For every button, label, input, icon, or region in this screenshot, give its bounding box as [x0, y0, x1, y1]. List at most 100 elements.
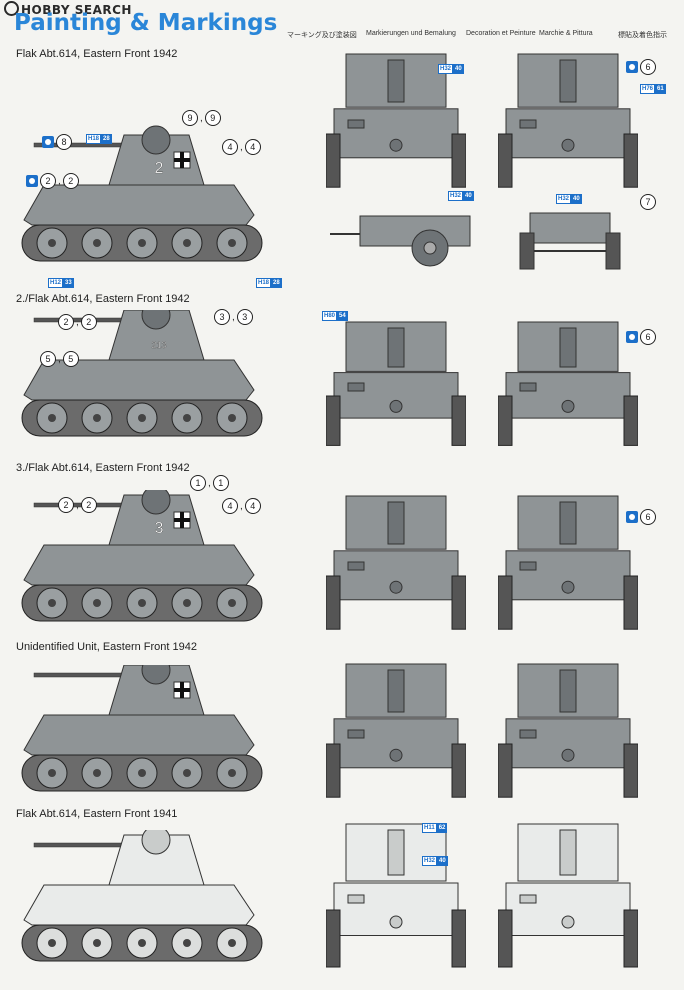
callout-number: 1: [212, 475, 229, 491]
hull-fitting: [561, 399, 575, 413]
section-title-4: Unidentified Unit, Eastern Front 1942: [16, 641, 197, 653]
hull-fitting: [561, 138, 575, 152]
turret-number: 213: [151, 340, 166, 350]
gun-mount: [387, 829, 405, 876]
callout-s2-2: 2,2: [58, 314, 97, 330]
headlight: [519, 729, 537, 739]
headlight: [347, 382, 365, 392]
wheel-hub: [183, 939, 191, 947]
hull-fitting: [389, 748, 403, 762]
wheel-hub: [48, 599, 56, 607]
wheel-hub: [228, 939, 236, 947]
gun-sight: [141, 310, 171, 330]
front-view-4: [326, 663, 466, 798]
wheel-hub: [138, 939, 146, 947]
right-track: [451, 909, 466, 968]
callout-number: 2: [40, 173, 56, 189]
callout-s2-5: 5,5: [40, 351, 79, 367]
callout-number: 1: [190, 475, 206, 491]
gun-sight: [141, 830, 171, 855]
gun-sight: [141, 125, 171, 155]
headlight: [347, 729, 365, 739]
left-track: [498, 575, 513, 630]
gun-sight: [141, 665, 171, 685]
callout-number: 2: [80, 314, 97, 330]
callout-number: 7: [640, 194, 656, 210]
wheel-hub: [228, 414, 236, 422]
wheel-hub: [93, 599, 101, 607]
hull: [23, 714, 255, 756]
callout-number: 2: [58, 314, 74, 330]
callout-number: 2: [62, 173, 79, 189]
page-title: Painting & Markings: [14, 10, 278, 36]
left-track: [326, 575, 341, 630]
callout-number: 6: [640, 329, 656, 345]
lang-french: Decoration et Peinture: [466, 30, 536, 37]
callout-number: 2: [80, 497, 97, 513]
hull-fitting: [389, 399, 403, 413]
gun-mount: [559, 501, 577, 545]
paint-code-color: 40: [453, 64, 464, 74]
wheel-hub: [138, 769, 146, 777]
hull: [23, 884, 255, 926]
hull-fitting: [389, 915, 403, 929]
right-track: [451, 575, 466, 630]
callout-separator: ,: [58, 353, 61, 365]
headlight: [519, 894, 537, 904]
hull-fitting: [389, 138, 403, 152]
section-title-1: Flak Abt.614, Eastern Front 1942: [16, 48, 178, 60]
callout-number: 3: [236, 309, 253, 325]
paint-code-color: 33: [63, 278, 74, 288]
callout-s1-7: 7: [640, 194, 656, 210]
wheel-hub: [48, 939, 56, 947]
headlight: [347, 894, 365, 904]
wheel-hub: [228, 239, 236, 247]
wheel-hub: [93, 414, 101, 422]
side-view-1: 2: [21, 125, 263, 262]
callout-number: 6: [640, 59, 656, 75]
left-track: [498, 133, 513, 188]
balkenkreuz-bar: [174, 518, 190, 522]
gun-mount: [559, 327, 577, 368]
paint-code-color: 40: [437, 856, 448, 866]
callout-s2-6: 6: [626, 329, 656, 345]
callout-s1-8: 8: [42, 134, 72, 150]
section-title-2: 2./Flak Abt.614, Eastern Front 1942: [16, 293, 190, 305]
paint-code-hobby: H18: [86, 134, 102, 144]
hull-fitting: [561, 915, 575, 929]
left-track: [326, 743, 341, 798]
trailer-rear-view: [519, 212, 621, 270]
callout-separator: ,: [76, 499, 79, 511]
wheel-hub: [183, 599, 191, 607]
gun-mount: [559, 829, 577, 876]
wheel-hub: [93, 769, 101, 777]
front-view-3: [326, 495, 466, 630]
callout-number: 4: [244, 139, 261, 155]
callout-s2-3: 3,3: [214, 309, 253, 325]
side-view-3: 3: [21, 490, 263, 622]
section-title-5: Flak Abt.614, Eastern Front 1941: [16, 808, 178, 820]
wheel-hub: [138, 599, 146, 607]
callout-s1-4: 4,4: [222, 139, 261, 155]
paint-code-hobby: H80: [322, 311, 338, 321]
headlight: [347, 561, 365, 571]
callout-s3-1: 1,1: [190, 475, 229, 491]
callout-s3-2: 2,2: [58, 497, 97, 513]
side-view-2: 213: [21, 310, 263, 437]
right-track: [451, 395, 466, 446]
turret-number: 2: [155, 160, 164, 177]
hull-fitting: [389, 580, 403, 594]
turret-number: 3: [155, 520, 164, 537]
callout-number: 4: [244, 498, 261, 514]
paint-code-color: 28: [101, 134, 112, 144]
wheel-hub: [183, 414, 191, 422]
wheel-hub: [228, 769, 236, 777]
callout-separator: ,: [200, 112, 203, 124]
wheel-hub: [138, 414, 146, 422]
